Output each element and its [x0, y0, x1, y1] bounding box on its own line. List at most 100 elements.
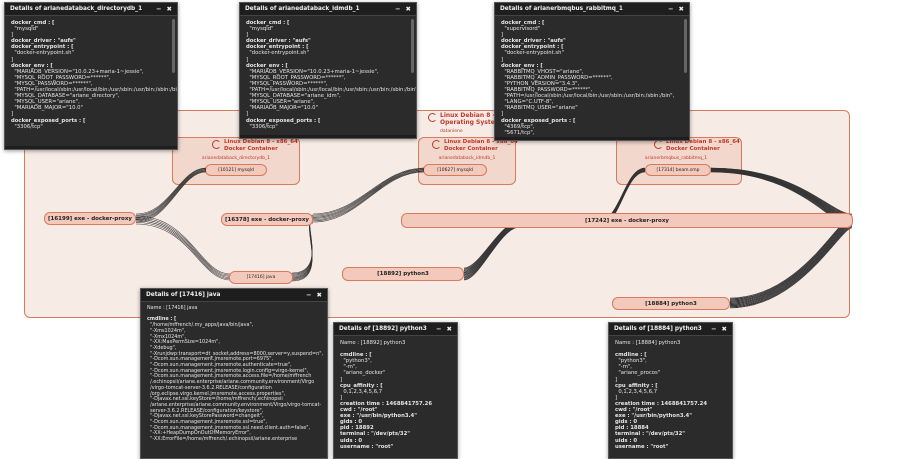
- details-panel-idmdb[interactable]: Details of arianedataback_idmdb_1 −✖ doc…: [239, 2, 417, 139]
- process-18884-python3[interactable]: [18884] python3: [612, 297, 730, 310]
- panel-title: Details of arianedataback_idmdb_1: [245, 5, 360, 12]
- panel-header[interactable]: Details of [18884] python3 −✖: [609, 323, 732, 336]
- minimize-icon[interactable]: −: [668, 4, 674, 13]
- panel-footer: [5, 146, 177, 149]
- minimize-icon[interactable]: −: [306, 290, 312, 299]
- detail-line: "mysqld": [246, 26, 274, 33]
- details-panel-rabbitmq[interactable]: Details of arianerbmqbus_rabbitmq_1 −✖ d…: [494, 2, 690, 141]
- detail-line: docker_env : [: [11, 62, 53, 69]
- detail-line: ]: [501, 32, 504, 39]
- detail-line: cwd : "/root": [615, 407, 653, 414]
- link-docker-proxy-16199-to-mysqld: [135, 168, 207, 217]
- detail-line: terminal : "/dev/pts/32": [615, 431, 686, 438]
- link-docker-proxy-16378-to-mysqld-idmdb: [312, 170, 425, 219]
- minimize-icon[interactable]: −: [436, 324, 442, 333]
- detail-line: "MYSQL_ROOT_PASSWORD=******",: [11, 74, 111, 81]
- detail-line: ]: [501, 56, 504, 63]
- detail-line: "-XX:ErrorFile=/home/mffrench/.echinopsi…: [147, 436, 298, 443]
- panel-body: Name : [17416] java cmdline : [ "/home/m…: [141, 302, 327, 447]
- process-17416-java[interactable]: [17416] java: [229, 271, 293, 284]
- detail-line: "-Dcom.sun.management.jmxremote.authenti…: [147, 362, 292, 369]
- details-panel-directorydb[interactable]: Details of arianedataback_directorydb_1 …: [4, 2, 178, 150]
- detail-line: Name : [18892] python3: [340, 340, 406, 346]
- link-python-18884-to-docker-proxy-17242: [729, 227, 853, 309]
- detail-line: docker_driver : "aufs": [501, 38, 566, 45]
- link-docker-proxy-16378-to-mysqld-idmdb: [312, 168, 425, 217]
- container-name: arianedataback_idmdb_1: [438, 156, 496, 161]
- minimize-icon[interactable]: −: [156, 4, 162, 13]
- minimize-icon[interactable]: −: [711, 324, 717, 333]
- close-icon[interactable]: ✖: [678, 4, 684, 13]
- details-panel-java[interactable]: Details of [17416] java −✖ Name : [17416…: [140, 288, 328, 459]
- panel-header[interactable]: Details of [18892] python3 −✖: [334, 323, 457, 336]
- detail-line: "-XX:+HeapDumpOnOutOfMemoryError",: [147, 430, 251, 437]
- detail-line: "/home/mffrench/.my_apps/java/bin/java",: [147, 322, 254, 329]
- link-python-18884-to-docker-proxy-17242: [729, 218, 853, 301]
- detail-line: ]: [11, 111, 14, 118]
- detail-line: "-Djavax.net.ssl.keyStorePassword=change…: [147, 413, 264, 420]
- close-icon[interactable]: ✖: [446, 324, 452, 333]
- detail-line: /org.eclipse.virgo.kernel.jmxremote.acce…: [147, 390, 286, 397]
- close-icon[interactable]: ✖: [405, 4, 411, 13]
- detail-line: "-Dcom.sun.management.jmxremote.port=697…: [147, 356, 274, 363]
- detail-line: "-XX:MaxPermSize=1024m",: [147, 339, 220, 346]
- detail-line: uids : 0: [340, 437, 363, 444]
- detail-line: cpu_affinity : [: [340, 382, 383, 389]
- host-os-subtitle: Operating System: [440, 119, 502, 126]
- minimize-icon[interactable]: −: [395, 4, 401, 13]
- detail-line: /.echinopsii/ariane.enterprise/ariane.co…: [147, 379, 315, 386]
- process-beam-smp[interactable]: [17314] beam.smp: [645, 164, 711, 176]
- container-directorydb[interactable]: [172, 137, 300, 185]
- detail-line: docker_cmd : [: [11, 20, 55, 26]
- detail-line: "MARIADB_MAJOR="10.0": [11, 105, 83, 112]
- host-os-hostname: dataniene: [440, 129, 463, 134]
- detail-line: "MYSQL_PASSWORD=******",: [11, 80, 93, 87]
- panel-footer: [495, 137, 689, 140]
- detail-line: "-Xms1024m",: [147, 327, 186, 334]
- detail-line: "-Dcom.sun.management.jmxremote.ssl=true…: [147, 419, 268, 426]
- detail-line: "RABBITMQ_USER="ariane": [501, 105, 578, 112]
- link-java-to-docker-proxy-16378: [291, 222, 314, 282]
- close-icon[interactable]: ✖: [721, 324, 727, 333]
- panel-header[interactable]: Details of [17416] java −✖: [141, 289, 327, 302]
- container-name: arianedataback_directorydb_1: [201, 156, 271, 161]
- panel-header[interactable]: Details of arianedataback_idmdb_1 −✖: [240, 3, 416, 16]
- detail-line: docker_entrypoint : [: [246, 44, 309, 51]
- detail-line: "PATH=/usr/local/sbin:/usr/local/bin:/us…: [11, 87, 178, 94]
- detail-line: docker_env : [: [501, 62, 543, 69]
- panel-header[interactable]: Details of arianedataback_directorydb_1 …: [5, 3, 177, 16]
- detail-line: "docker-entrypoint.sh": [501, 50, 564, 57]
- detail-line: "-Dcom.sun.management.jmxremote.login.co…: [147, 367, 309, 374]
- detail-line: "MYSQL_DATABASE="ariane_idm",: [246, 93, 341, 100]
- panel-header[interactable]: Details of arianerbmqbus_rabbitmq_1 −✖: [495, 3, 689, 16]
- panel-scrollbar[interactable]: [172, 19, 175, 73]
- panel-scrollbar[interactable]: [411, 19, 414, 73]
- detail-line: "python3",: [340, 358, 372, 365]
- detail-line: cwd : "/root": [340, 407, 378, 414]
- process-mysqld-directorydb[interactable]: [10121] mysqld: [205, 164, 267, 176]
- panel-title: Details of arianedataback_directorydb_1: [10, 5, 143, 12]
- detail-line: "PYTHON_VERSION="3.4.3",: [501, 80, 580, 87]
- panel-body: docker_cmd : [ "mysqld"]docker_driver : …: [240, 16, 416, 134]
- detail-line: docker_exposed_ports : [: [11, 117, 86, 124]
- panel-scrollbar[interactable]: [684, 19, 687, 73]
- detail-line: "RABBITMQ_VHOST="ariane",: [501, 68, 584, 75]
- detail-line: "5671/tcp",: [501, 129, 535, 136]
- detail-line: gids : 0: [615, 419, 638, 426]
- details-panel-python-18884[interactable]: Details of [18884] python3 −✖ Name : [18…: [608, 322, 733, 459]
- close-icon[interactable]: ✖: [166, 4, 172, 13]
- link-java-to-docker-proxy-16199: [135, 223, 231, 281]
- link-python-18892-to-docker-proxy-17242: [463, 226, 521, 280]
- link-docker-proxy-16199-to-mysqld: [135, 169, 207, 218]
- detail-line: docker_exposed_ports : [: [501, 117, 576, 124]
- process-17242-docker-proxy[interactable]: [17242] exe - docker-proxy: [401, 213, 853, 228]
- process-mysqld-idmdb[interactable]: [10627] mysqld: [423, 164, 487, 176]
- close-icon[interactable]: ✖: [316, 290, 322, 299]
- process-16199-docker-proxy[interactable]: [16199] exe - docker-proxy: [44, 212, 136, 225]
- detail-line: docker_driver : "aufs": [246, 38, 311, 45]
- process-16378-docker-proxy[interactable]: [16378] exe - docker-proxy: [221, 213, 313, 226]
- details-panel-python-18892[interactable]: Details of [18892] python3 −✖ Name : [18…: [333, 322, 458, 459]
- process-18892-python3[interactable]: [18892] python3: [342, 267, 464, 281]
- detail-line: "-Xdebug",: [147, 344, 177, 351]
